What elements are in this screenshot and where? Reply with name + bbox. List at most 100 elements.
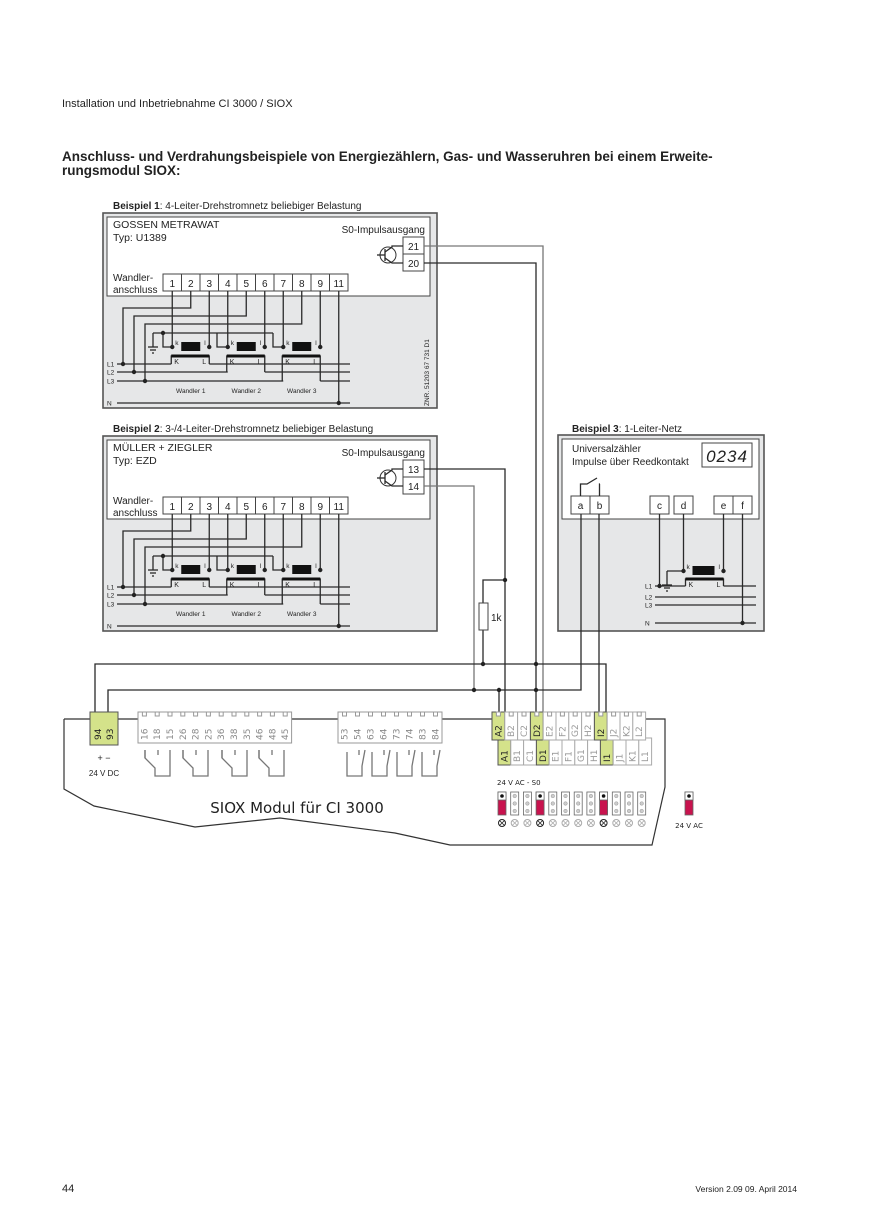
caption-bold: Beispiel 1 xyxy=(113,201,160,212)
terminal-73: 73 xyxy=(393,729,403,740)
terminal-64: 64 xyxy=(380,728,390,740)
terminal-notch xyxy=(611,711,617,717)
terminal-label: 9 xyxy=(317,502,323,513)
transformer-label: Wandler 1 xyxy=(176,611,206,618)
line-label-N: N xyxy=(645,621,650,628)
terminal-54: 54 xyxy=(354,728,364,740)
s0-wire-13 xyxy=(424,468,506,716)
junction-dot xyxy=(160,553,166,559)
jumper-pin xyxy=(626,793,632,799)
terminal-15: 15 xyxy=(166,729,176,740)
voltage-tap-L3 xyxy=(144,291,303,381)
relay-changeover-icon xyxy=(182,750,209,777)
terminal-label: 1 xyxy=(169,279,175,290)
terminal-notch xyxy=(342,711,347,717)
input-label-G2: G2 xyxy=(571,724,581,737)
terminal-notch xyxy=(244,711,250,717)
junction-dot xyxy=(721,568,726,574)
coil-label-k: k xyxy=(231,563,235,570)
meter-subtitle: Impulse über Reedkontakt xyxy=(572,457,689,468)
junction-dot xyxy=(681,568,686,574)
jumper-pin xyxy=(512,808,517,814)
page-title-line-2: rungsmodul SIOX: xyxy=(62,163,181,178)
jumper-pin xyxy=(563,808,568,814)
ct-ground-wire xyxy=(272,333,284,348)
terminal-notch xyxy=(636,711,642,717)
terminal-label: 8 xyxy=(299,279,305,290)
voltage-tap-L2 xyxy=(133,291,247,372)
terminal-notch xyxy=(394,711,399,717)
example-3-meter: Beispiel 3: 1-Leiter-NetzUniversalzähler… xyxy=(557,424,765,632)
terminal-83: 83 xyxy=(419,729,429,740)
input-label-D2: D2 xyxy=(533,724,543,737)
input-label-E1: E1 xyxy=(552,751,562,762)
ct-ground-wire xyxy=(216,333,228,348)
terminal-label: 3 xyxy=(206,279,212,290)
input-label-F1: F1 xyxy=(564,751,574,762)
input-label-B2: B2 xyxy=(507,725,517,737)
line-label-L2: L2 xyxy=(107,370,115,377)
junction-dot xyxy=(225,567,230,573)
terminal-74: 74 xyxy=(406,728,416,740)
terminal-notch xyxy=(572,711,578,717)
relay-changeover-icon xyxy=(258,750,285,777)
terminal-notch xyxy=(547,711,553,717)
terminal-36: 36 xyxy=(217,728,227,740)
ac-label: 24 V AC xyxy=(675,822,703,830)
led-cross xyxy=(537,820,543,826)
primary-label-L: L xyxy=(258,359,262,366)
reed-contact-icon xyxy=(579,477,598,496)
terminal-label: 11 xyxy=(334,502,345,513)
jumper-pin xyxy=(576,808,581,814)
terminal-35: 35 xyxy=(243,729,253,740)
page-number: 44 xyxy=(62,1183,74,1195)
primary-label-K: K xyxy=(174,359,179,366)
terminal-notch xyxy=(585,711,591,717)
junction-dot xyxy=(533,661,539,667)
junction-dot xyxy=(142,601,148,607)
line-label-L2: L2 xyxy=(645,595,653,602)
terminal-label: 9 xyxy=(317,279,323,290)
relay-normally-open-icon xyxy=(396,749,416,777)
jumper-pin xyxy=(525,808,530,814)
meter-title: Universalzähler xyxy=(572,444,642,455)
terminal-63: 63 xyxy=(367,729,377,740)
jumper-pin xyxy=(639,801,644,806)
transformer-label: Wandler 3 xyxy=(287,388,317,395)
primary-label-L: L xyxy=(202,582,206,589)
jumper-pin xyxy=(576,793,581,799)
s0-terminal-label: 20 xyxy=(408,259,420,270)
jumper-pin xyxy=(626,801,632,806)
wandler-label: anschluss xyxy=(113,285,157,296)
terminal-18: 18 xyxy=(153,728,163,740)
junction-dot xyxy=(120,361,126,367)
led-cross xyxy=(524,820,531,826)
terminal-notch xyxy=(381,711,386,717)
coil-label-l: l xyxy=(260,340,262,347)
wire-94-to-I1 xyxy=(94,663,607,740)
jumper-pin xyxy=(563,793,568,799)
line-label-L3: L3 xyxy=(107,379,115,386)
terminal-28: 28 xyxy=(192,728,202,740)
terminal-notch xyxy=(154,711,160,717)
input-label-K1: K1 xyxy=(628,750,638,762)
jumper-pin xyxy=(512,793,517,799)
wandler-label: Wandler- xyxy=(113,496,153,507)
jumper-pin xyxy=(525,801,530,806)
resistor-wire xyxy=(482,579,505,603)
manufacturer-name: GOSSEN METRAWAT xyxy=(113,219,220,231)
terminal-notch xyxy=(521,711,527,717)
transformer-core xyxy=(236,342,256,351)
jumper-pin xyxy=(588,793,593,799)
junction-dot xyxy=(318,567,323,573)
terminal-notch xyxy=(420,711,425,717)
caption-text: : 3-/4-Leiter-Drehstromnetz beliebiger B… xyxy=(160,424,373,435)
example-2-meter: Beispiel 2: 3-/4-Leiter-Drehstromnetz be… xyxy=(102,424,438,632)
page-header: Installation und Inbetriebnahme CI 3000 … xyxy=(62,98,293,110)
terminal-notch xyxy=(231,711,237,717)
junction-dot xyxy=(262,344,267,350)
coil-label-l: l xyxy=(260,563,262,570)
caption-text: : 1-Leiter-Netz xyxy=(619,424,682,435)
junction-dot xyxy=(225,344,230,350)
